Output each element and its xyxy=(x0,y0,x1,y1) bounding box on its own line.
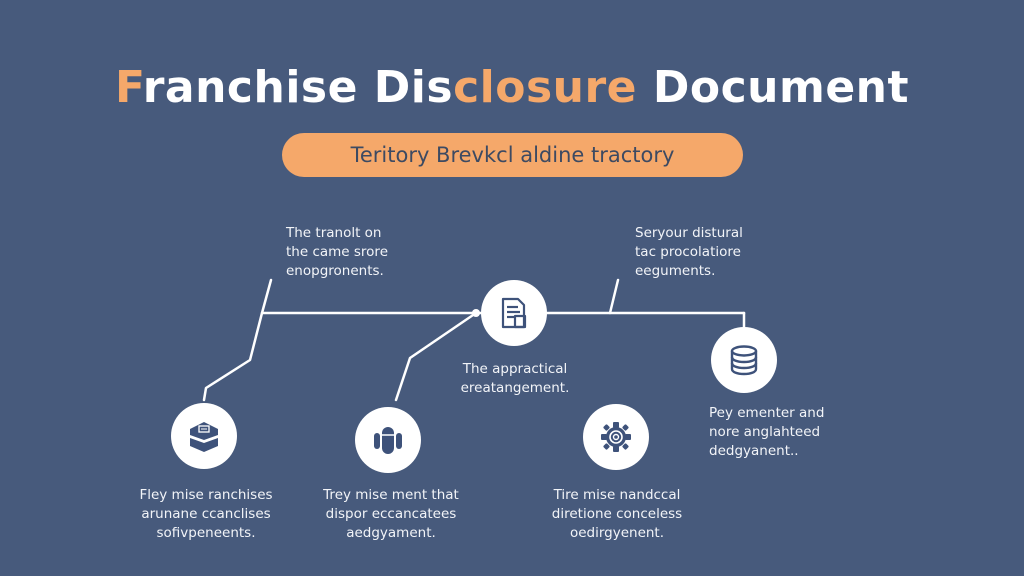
annotation-left: The tranolt on the came srore enopgronen… xyxy=(286,224,388,281)
caption-line: The appractical xyxy=(462,361,568,377)
annotation-left-line: The tranolt on xyxy=(286,225,382,241)
connector-to-cylinder xyxy=(394,311,478,402)
node-box xyxy=(171,403,237,469)
title-part-ranchise: ranchise Dis xyxy=(142,62,454,113)
caption-line: dedgyanent.. xyxy=(709,443,799,459)
caption-line: ereatangement. xyxy=(460,380,570,396)
caption-line: Pey ementer and xyxy=(709,405,825,421)
connector-right-annotation xyxy=(608,278,620,315)
caption-line: arunane ccanclises xyxy=(141,506,271,522)
node-gear xyxy=(583,404,649,470)
box-icon xyxy=(190,422,218,452)
caption-document: The appractical ereatangement. xyxy=(450,360,580,398)
caption-line: diretione conceless xyxy=(551,506,683,522)
title-part-closure: closure xyxy=(453,62,638,113)
connector-junction-dot xyxy=(472,309,480,317)
caption-line: oedirgyenent. xyxy=(569,525,665,541)
caption-gear: Tire mise nandccal diretione conceless o… xyxy=(537,486,697,543)
annotation-right-line: tac procolatiore xyxy=(635,244,741,260)
caption-line: Trey mise ment that xyxy=(323,487,459,503)
caption-cylinder: Trey mise ment that dispor eccancatees a… xyxy=(310,486,472,543)
caption-database: Pey ementer and nore anglahteed dedgyane… xyxy=(709,404,824,461)
gear-icon xyxy=(601,422,631,452)
page-title: Franchise Disclosure Document xyxy=(0,62,1024,113)
caption-line: dispor eccancatees xyxy=(325,506,457,522)
caption-line: nore anglahteed xyxy=(709,424,821,440)
annotation-left-line: the came srore xyxy=(286,244,388,260)
node-cylinder xyxy=(355,407,421,473)
subtitle-text: Teritory Brevkcl aldine tractory xyxy=(350,143,675,167)
caption-line: Fley mise ranchises xyxy=(139,487,273,503)
title-part-f: F xyxy=(114,62,143,113)
caption-line: aedgyament. xyxy=(346,525,436,541)
annotation-left-line: enopgronents. xyxy=(286,263,384,279)
document-icon xyxy=(501,297,527,329)
node-database xyxy=(711,327,777,393)
caption-box: Fley mise ranchises arunane ccanclises s… xyxy=(124,486,288,543)
caption-line: Tire mise nandccal xyxy=(553,487,681,503)
node-document xyxy=(481,280,547,346)
annotation-right-line: eeguments. xyxy=(635,263,716,279)
title-part-document: Document xyxy=(637,62,910,113)
subtitle-pill: Teritory Brevkcl aldine tractory xyxy=(282,133,743,177)
annotation-right: Seryour distural tac procolatiore eegume… xyxy=(635,224,743,281)
caption-line: sofivpeneents. xyxy=(156,525,256,541)
cylinder-icon xyxy=(374,427,402,454)
database-icon xyxy=(730,345,758,376)
connector-to-box xyxy=(202,278,273,402)
annotation-right-line: Seryour distural xyxy=(635,225,743,241)
